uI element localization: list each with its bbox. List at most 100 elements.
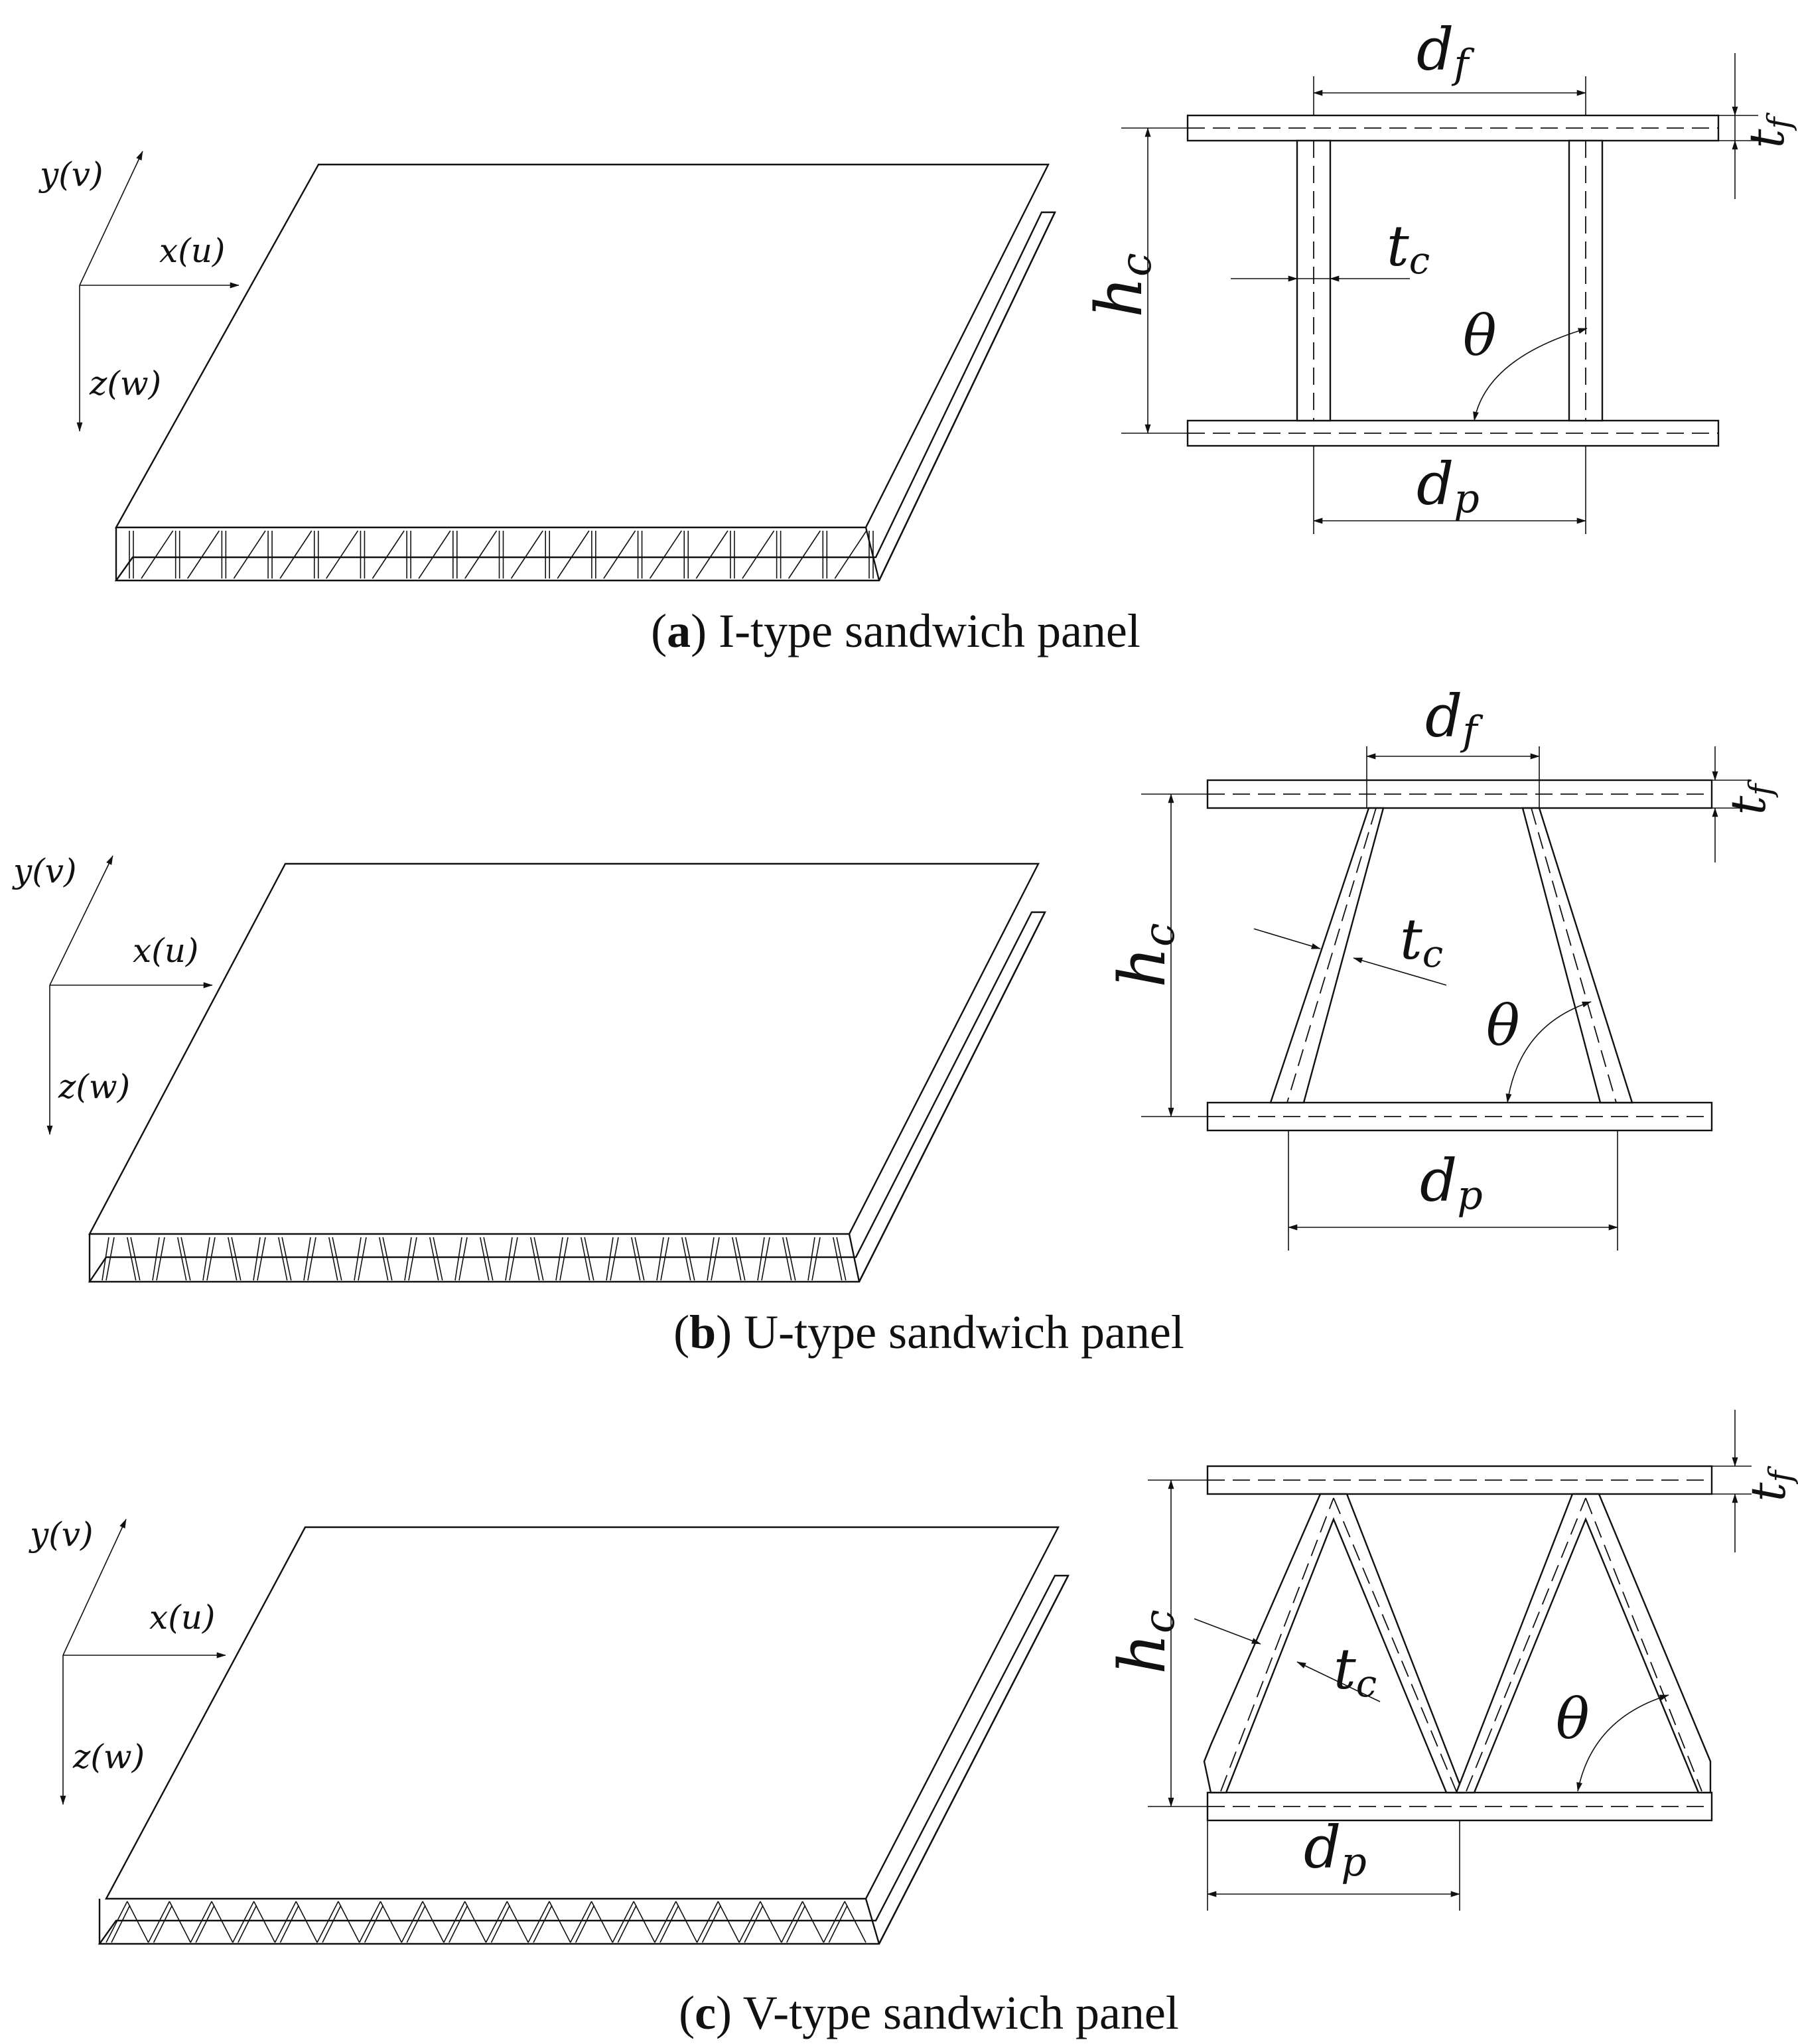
core-web <box>228 1237 238 1281</box>
core-web <box>190 1901 212 1943</box>
core-web-depth <box>187 530 220 579</box>
core-web <box>761 1237 770 1281</box>
core-web <box>401 1901 423 1943</box>
core-web <box>443 1901 466 1943</box>
core-web <box>633 1901 656 1943</box>
core-web <box>559 1237 569 1281</box>
core-web <box>786 1905 806 1943</box>
core-web <box>253 1901 276 1943</box>
label-dp-b: dp <box>1420 1146 1483 1219</box>
axis-label-y-c: y(v) <box>29 1515 94 1554</box>
core-web-depth <box>279 530 312 579</box>
core-web <box>206 1237 216 1281</box>
panel-a: y(v) x(u) z(w) df <box>38 15 1798 657</box>
core-web <box>278 1237 288 1281</box>
panel-3d-a <box>114 163 1056 582</box>
label-df-a: df <box>1417 15 1475 88</box>
core-web <box>584 1237 594 1281</box>
core-web <box>823 1901 845 1943</box>
core-web <box>786 1237 796 1281</box>
core-web <box>612 1901 634 1943</box>
section-b: df tf hc tc θ dp <box>1105 682 1779 1251</box>
label-tc-a: tc <box>1387 214 1430 283</box>
core-b <box>102 1237 847 1281</box>
axis-label-x: x(u) <box>159 232 225 270</box>
core-web-depth <box>557 530 590 579</box>
core-web <box>458 1237 468 1281</box>
core-web <box>408 1237 417 1281</box>
core-web <box>681 1237 691 1281</box>
panel-3d-b <box>88 862 1046 1283</box>
core-web <box>307 1237 316 1281</box>
label-dp-c: dp <box>1304 1813 1367 1885</box>
core-web <box>449 1905 468 1943</box>
core-web <box>406 1905 426 1943</box>
core-web <box>549 1901 571 1943</box>
core-web <box>744 1905 764 1943</box>
axis-label-y: y(v) <box>38 155 104 194</box>
core-web-depth <box>418 530 451 579</box>
core-web <box>533 1237 544 1281</box>
core-web <box>232 1901 255 1943</box>
core-web <box>811 1237 821 1281</box>
label-tf-b: tf <box>1720 779 1779 815</box>
core-web <box>328 1237 338 1281</box>
axis-label-z-b: z(w) <box>58 1067 130 1106</box>
core-web <box>833 1237 843 1281</box>
core-web <box>606 1237 614 1281</box>
core-web <box>717 1901 740 1943</box>
core-web-depth <box>695 530 728 579</box>
core-web <box>147 1901 171 1943</box>
axis-label-x-c: x(u) <box>149 1598 215 1637</box>
core-web <box>509 1237 518 1281</box>
label-hc-b: hc <box>1105 923 1184 988</box>
core-web <box>358 1901 381 1943</box>
core-web <box>490 1905 511 1943</box>
core-web <box>480 1237 490 1281</box>
core-web-depth <box>834 530 867 579</box>
axis-label-z: z(w) <box>89 364 161 403</box>
core-web-depth <box>141 530 174 579</box>
core-web <box>105 1901 128 1943</box>
core-web <box>617 1905 637 1943</box>
core-web <box>295 1901 318 1943</box>
label-tc-c: tc <box>1334 1637 1377 1706</box>
axis-label-y-b: y(v) <box>12 852 77 890</box>
core-web <box>590 1901 614 1943</box>
core-web <box>732 1237 742 1281</box>
core-web <box>354 1237 362 1281</box>
core-web <box>828 1905 848 1943</box>
label-hc-a: hc <box>1082 253 1161 318</box>
core-web <box>102 1237 109 1281</box>
caption-c: (c) V-type sandwich panel <box>679 1986 1179 2039</box>
axes-a: y(v) x(u) z(w) <box>38 151 240 432</box>
core-a <box>129 530 874 579</box>
core-web <box>801 1901 825 1943</box>
core-web <box>675 1901 698 1943</box>
core-web-depth <box>464 530 498 579</box>
core-web <box>433 1237 443 1281</box>
core-web <box>127 1901 149 1943</box>
core-web <box>105 1237 115 1281</box>
core-web <box>685 1237 695 1281</box>
core-web <box>322 1905 342 1943</box>
label-dp-a: dp <box>1417 450 1480 522</box>
core-web <box>364 1905 384 1943</box>
core-web <box>844 1901 866 1943</box>
core-web <box>180 1237 191 1281</box>
core-web <box>169 1901 191 1943</box>
core-web-depth <box>742 530 775 579</box>
core-web <box>654 1901 677 1943</box>
core-web <box>483 1237 494 1281</box>
label-tc-b: tc <box>1400 907 1443 976</box>
core-web <box>610 1237 619 1281</box>
section-c: tf hc tc θ dp <box>1105 1410 1798 1911</box>
core-web <box>303 1237 311 1281</box>
label-df-b: df <box>1425 682 1484 754</box>
core-web <box>464 1901 487 1943</box>
core-web <box>130 1237 141 1281</box>
core-web <box>316 1901 339 1943</box>
core-web-depth <box>788 530 821 579</box>
core-web <box>358 1237 367 1281</box>
